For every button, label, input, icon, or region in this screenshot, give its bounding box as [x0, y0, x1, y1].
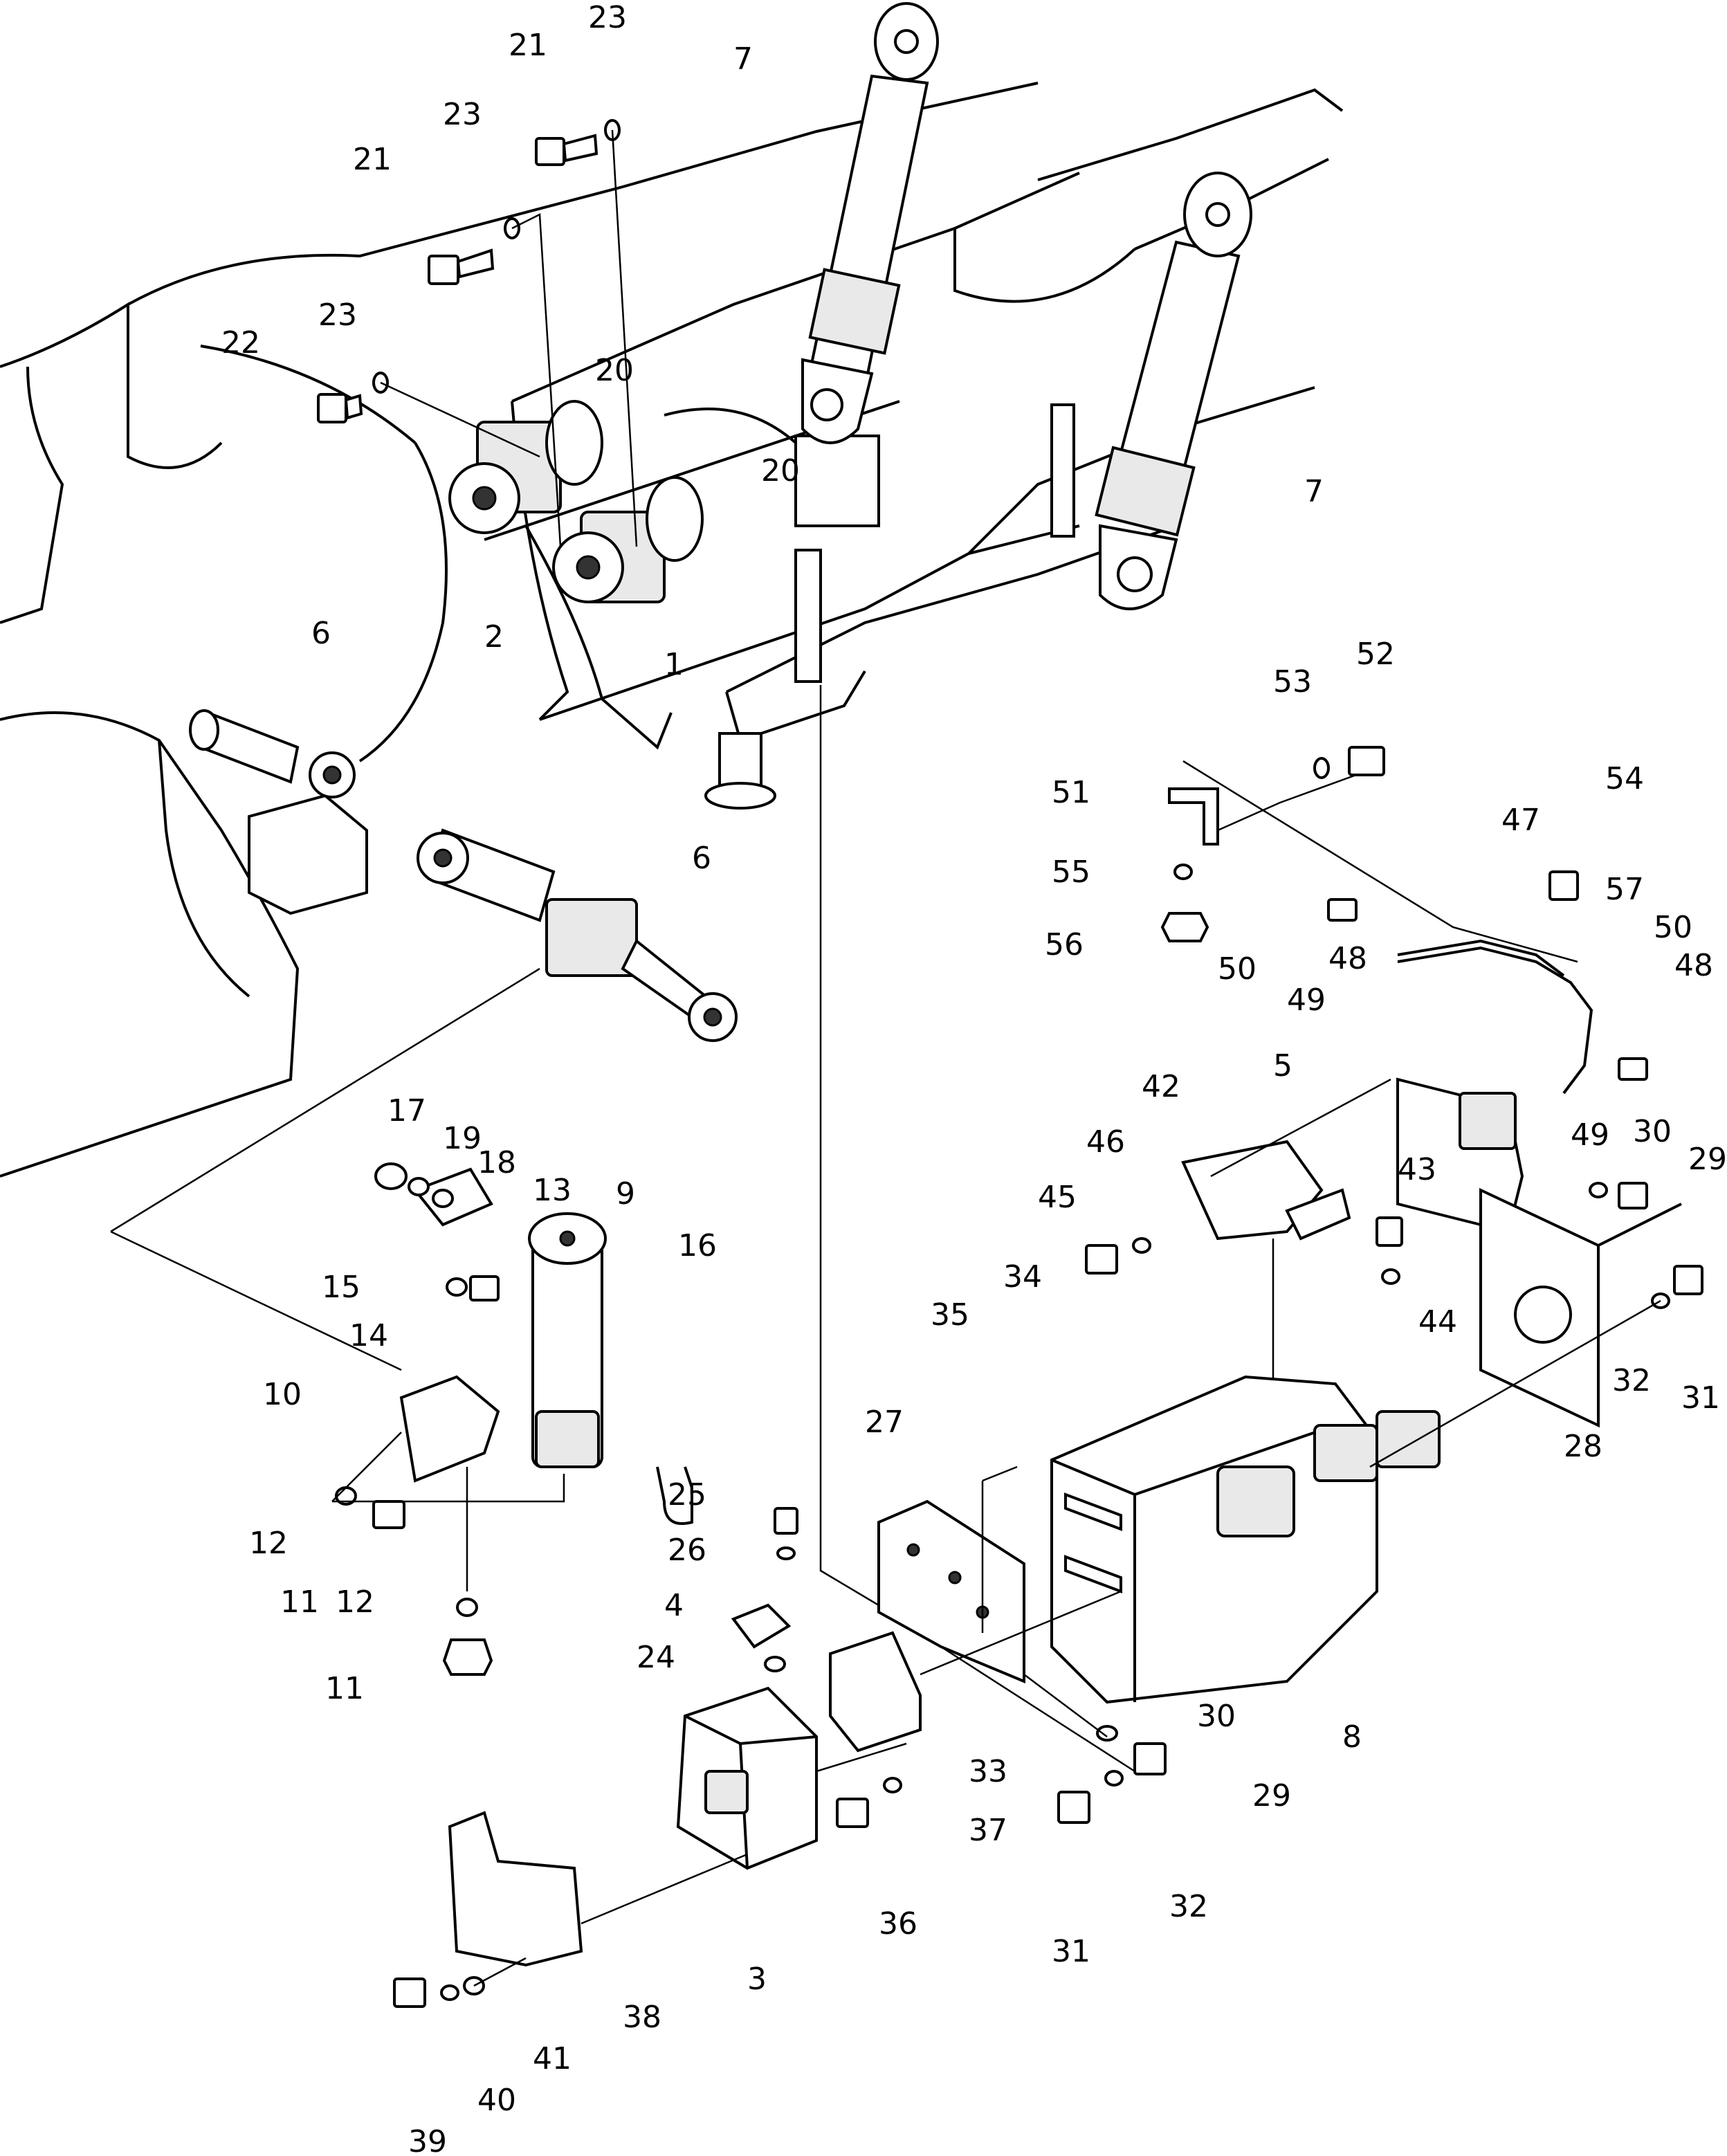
callout-10: 10 — [263, 1377, 302, 1412]
callout-15: 15 — [322, 1270, 360, 1305]
callout-7-top: 7 — [733, 42, 753, 77]
callout-2: 2 — [484, 619, 504, 655]
callout-25: 25 — [668, 1477, 706, 1513]
callout-17: 17 — [387, 1093, 426, 1129]
callout-35: 35 — [931, 1297, 969, 1333]
callout-44: 44 — [1418, 1304, 1457, 1340]
callout-16: 16 — [678, 1228, 717, 1263]
leader-lines — [816, 685, 1661, 1773]
callout-29-lower: 29 — [1252, 1778, 1291, 1814]
control-valve-3 — [676, 1507, 1167, 1870]
callout-22: 22 — [221, 325, 260, 360]
callout-48-right: 48 — [1674, 948, 1713, 983]
bracket-strips — [794, 403, 1075, 683]
callout-53: 53 — [1273, 664, 1312, 700]
callout-12-upper: 12 — [249, 1526, 288, 1561]
callout-42: 42 — [1142, 1069, 1180, 1104]
tank-8 — [1050, 1375, 1441, 1704]
callout-56: 56 — [1045, 927, 1084, 962]
lift-cylinder-left — [801, 2, 939, 444]
callout-45: 45 — [1038, 1180, 1077, 1215]
callout-52: 52 — [1356, 637, 1395, 672]
callout-50-left: 50 — [1218, 951, 1257, 987]
callout-34: 34 — [1003, 1259, 1042, 1295]
pump-2 — [448, 400, 603, 534]
callout-11-lower: 11 — [325, 1671, 364, 1706]
lever-assembly — [1085, 1078, 1403, 1439]
callout-6-lower: 6 — [692, 841, 711, 876]
callout-20-upper: 20 — [595, 353, 634, 388]
callout-33: 33 — [969, 1754, 1007, 1789]
callout-43: 43 — [1398, 1152, 1436, 1187]
callout-21-top: 21 — [509, 28, 547, 63]
filter-group — [331, 1162, 693, 1676]
callout-31-lower: 31 — [1052, 1934, 1090, 1969]
plate-27 — [877, 1499, 1025, 1683]
callout-27: 27 — [865, 1405, 904, 1440]
callout-20-lower: 20 — [761, 453, 800, 488]
callout-14: 14 — [349, 1318, 388, 1353]
callout-23-top: 23 — [588, 0, 627, 35]
callout-5: 5 — [1273, 1048, 1292, 1084]
callout-30-lower: 30 — [1197, 1699, 1236, 1734]
callout-28: 28 — [1564, 1429, 1602, 1464]
callout-55: 55 — [1052, 855, 1090, 890]
callout-30-right: 30 — [1633, 1114, 1672, 1149]
callout-47: 47 — [1501, 803, 1540, 838]
callout-40: 40 — [477, 2083, 516, 2118]
callout-labels: 23 21 7 23 21 23 22 20 20 7 2 1 6 6 53 5… — [221, 0, 1727, 2156]
callout-32-lower: 32 — [1169, 1889, 1208, 1924]
callout-36: 36 — [879, 1906, 917, 1942]
callout-46: 46 — [1086, 1124, 1125, 1160]
callout-26: 26 — [668, 1533, 706, 1568]
callout-48-left: 48 — [1328, 941, 1367, 976]
callout-13: 13 — [533, 1173, 572, 1208]
bracket-28 — [1479, 1182, 1703, 1428]
callout-7-right: 7 — [1304, 474, 1324, 509]
callout-6-upper: 6 — [311, 616, 331, 651]
callout-1: 1 — [664, 647, 684, 682]
callout-29-right: 29 — [1688, 1142, 1727, 1177]
callout-8: 8 — [1342, 1719, 1362, 1755]
callout-4: 4 — [664, 1588, 684, 1623]
callout-23-left: 23 — [318, 298, 357, 333]
callout-49-right: 49 — [1571, 1117, 1609, 1153]
callout-38: 38 — [623, 2000, 661, 2035]
callout-18: 18 — [477, 1145, 516, 1180]
plate-33 — [829, 1631, 922, 1753]
callout-3: 3 — [747, 1962, 767, 1997]
callout-49-left: 49 — [1287, 983, 1326, 1018]
callout-32-right: 32 — [1612, 1363, 1651, 1398]
callout-37: 37 — [969, 1813, 1007, 1848]
callout-57: 57 — [1605, 872, 1644, 907]
callout-24: 24 — [637, 1640, 675, 1675]
callout-11-upper: 11 — [280, 1584, 319, 1620]
callout-19: 19 — [443, 1121, 482, 1156]
callout-51: 51 — [1052, 775, 1090, 810]
callout-50-right: 50 — [1654, 910, 1692, 945]
callout-21-mid: 21 — [353, 142, 392, 177]
pump-1 — [552, 476, 704, 603]
guard-38 — [393, 1811, 748, 2008]
lift-cylinder-right — [1095, 172, 1252, 610]
callout-9: 9 — [616, 1176, 635, 1212]
callout-54: 54 — [1605, 761, 1644, 796]
callout-39: 39 — [408, 2124, 447, 2156]
callout-23-mid: 23 — [443, 97, 482, 132]
callout-12-lower: 12 — [336, 1584, 374, 1620]
steering-cylinder-lower — [417, 828, 738, 1042]
callout-41: 41 — [533, 2041, 572, 2076]
callout-31-right: 31 — [1681, 1380, 1720, 1416]
steering-cylinder-upper — [189, 709, 356, 798]
hardware-top — [317, 119, 638, 547]
